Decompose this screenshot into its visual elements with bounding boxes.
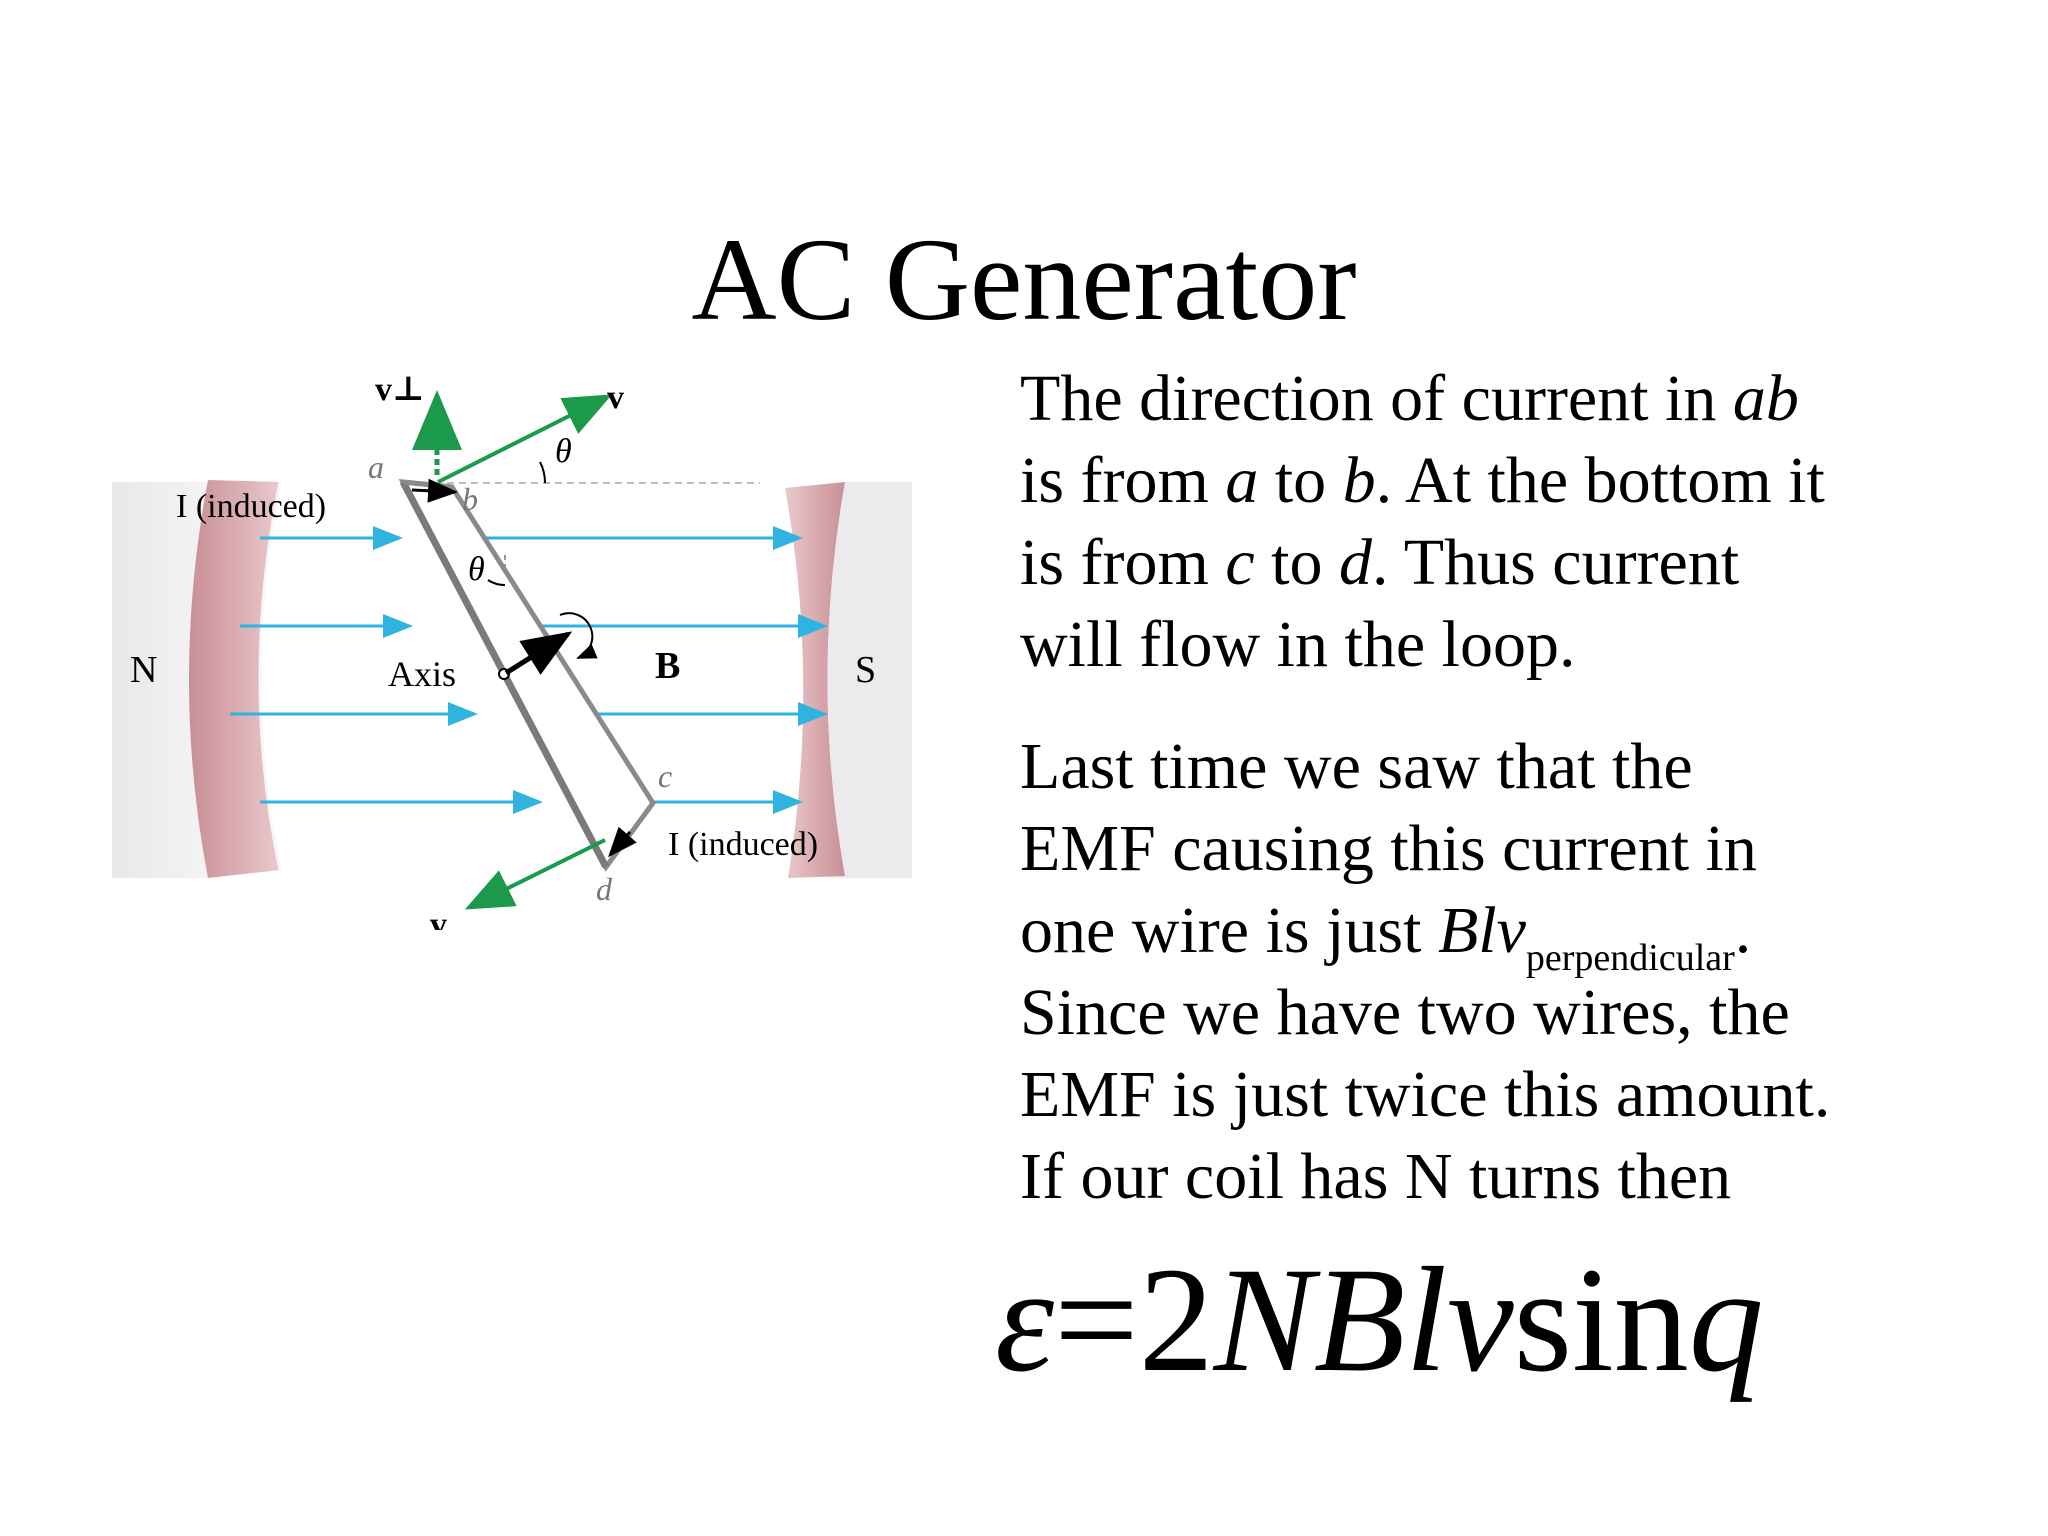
south-magnet: [785, 482, 912, 878]
paragraph-emf: Last time we saw that the EMF causing th…: [1020, 726, 2020, 1218]
text-line: EMF causing this current in: [1020, 812, 1757, 885]
label-v-perp: v⊥: [375, 371, 425, 408]
label-axis: Axis: [388, 654, 456, 694]
label-theta-mid: θ: [468, 551, 485, 588]
label-b: b: [462, 481, 478, 517]
label-i-induced-bottom: I (induced): [668, 826, 818, 863]
text-line: If our coil has N turns then: [1020, 1140, 1732, 1213]
label-a: a: [368, 449, 384, 485]
label-v-bottom: v: [430, 906, 447, 930]
theta-arc-top: [539, 461, 547, 484]
label-north: N: [130, 649, 157, 691]
emf-formula: ε=2NBlvsinq: [995, 1237, 1764, 1403]
text-line: The direction of current in ab: [1020, 362, 1799, 435]
text-line: Since we have two wires, the: [1020, 976, 1790, 1049]
text-line: is from a to b. At the bottom it: [1020, 444, 1825, 517]
north-magnet: [112, 480, 282, 878]
v-top-arrow: [437, 394, 613, 484]
ac-generator-diagram: v⊥ v v θ θ a b c d I (induced) I (induce…: [100, 370, 920, 930]
label-field-b: B: [655, 645, 680, 687]
v-bottom-arrow: [464, 838, 606, 910]
normal-vector: [504, 631, 573, 676]
label-c: c: [658, 758, 672, 794]
current-arrow-ab: [411, 478, 458, 503]
text-line: will flow in the loop.: [1020, 608, 1576, 681]
text-line: is from c to d. Thus current: [1020, 526, 1740, 599]
slide-title: AC Generator: [691, 214, 1357, 345]
label-south: S: [855, 649, 876, 691]
label-d: d: [596, 871, 613, 907]
text-line: one wire is just Blvperpendicular.: [1020, 894, 1752, 979]
explanation-text: The direction of current in ab is from a…: [1020, 358, 2020, 1218]
rotation-icon: [559, 612, 598, 659]
theta-arc-mid: [487, 579, 506, 587]
label-i-induced-top: I (induced): [176, 488, 326, 525]
current-arrow-cd: [608, 826, 637, 858]
label-theta-top: θ: [555, 433, 572, 470]
text-line: Last time we saw that the: [1020, 730, 1693, 803]
paragraph-current-direction: The direction of current in ab is from a…: [1020, 358, 2020, 686]
diagram-svg: v⊥ v v θ θ a b c d I (induced) I (induce…: [112, 371, 912, 930]
label-v-top: v: [607, 379, 624, 416]
text-line: EMF is just twice this amount.: [1020, 1058, 1831, 1131]
